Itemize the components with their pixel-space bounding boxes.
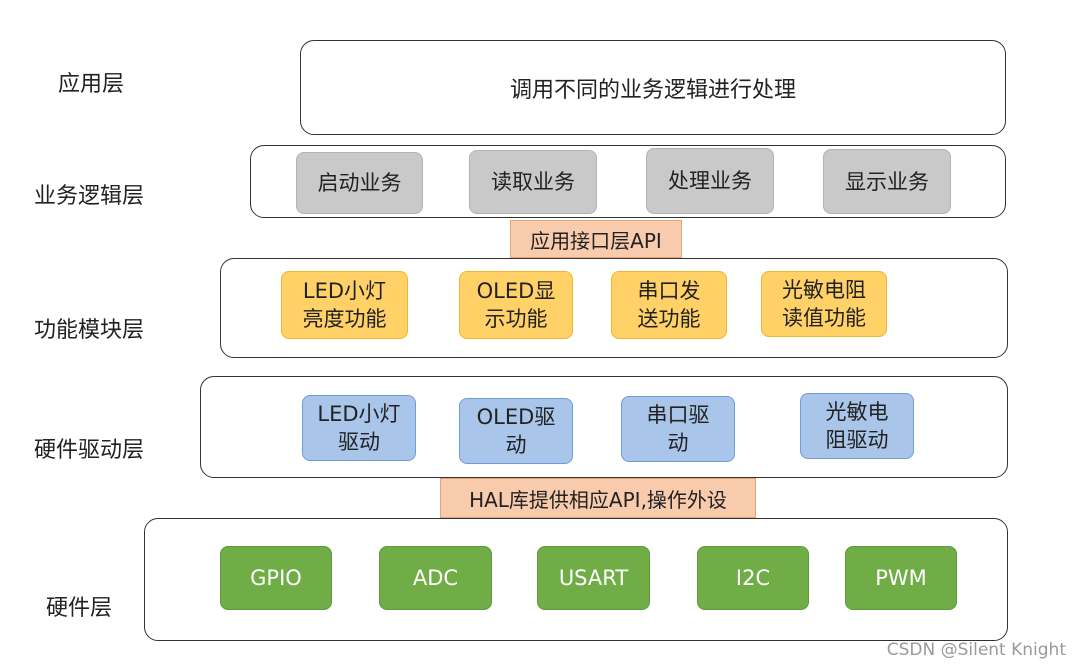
hardware-layer-box: GPIO ADC USART I2C PWM: [144, 518, 1008, 641]
hardware-chip-adc: ADC: [379, 546, 492, 610]
function-chip-oled-display: OLED显示功能: [459, 271, 573, 339]
label-hardware-layer: 硬件层: [46, 596, 113, 621]
hardware-chip-i2c: I2C: [697, 546, 809, 610]
label-application-layer: 应用层: [58, 72, 125, 97]
hardware-chip-gpio: GPIO: [220, 546, 332, 610]
hardware-chip-usart: USART: [537, 546, 650, 610]
driver-chip-photoresistor: 光敏电阻驱动: [800, 393, 914, 459]
business-chip-process: 处理业务: [646, 148, 774, 214]
driver-layer-box: LED小灯驱动 OLED驱动 串口驱动 光敏电阻驱动: [200, 376, 1008, 478]
function-chip-photoresistor-read: 光敏电阻读值功能: [761, 271, 887, 337]
hardware-chip-pwm: PWM: [845, 546, 957, 610]
driver-chip-serial: 串口驱动: [621, 396, 735, 462]
function-chip-serial-send: 串口发送功能: [611, 271, 727, 339]
function-layer-box: LED小灯亮度功能 OLED显示功能 串口发送功能 光敏电阻读值功能: [220, 258, 1008, 358]
function-chip-led-brightness: LED小灯亮度功能: [281, 271, 408, 339]
business-chip-start: 启动业务: [296, 152, 423, 214]
driver-chip-oled: OLED驱动: [459, 398, 573, 464]
label-function-layer: 功能模块层: [34, 318, 145, 343]
business-chip-display: 显示业务: [823, 149, 951, 214]
app-interface-api-bar: 应用接口层API: [510, 220, 682, 258]
csdn-watermark: CSDN @Silent Knight: [886, 640, 1066, 660]
business-layer-box: 启动业务 读取业务 处理业务 显示业务: [250, 145, 1006, 218]
label-business-layer: 业务逻辑层: [34, 184, 145, 209]
application-content: 调用不同的业务逻辑进行处理: [509, 77, 796, 103]
business-chip-read: 读取业务: [469, 150, 597, 214]
hal-interface-api-bar: HAL库提供相应API,操作外设: [440, 478, 756, 518]
label-driver-layer: 硬件驱动层: [34, 438, 145, 463]
application-layer-box: 调用不同的业务逻辑进行处理: [300, 40, 1006, 135]
driver-chip-led: LED小灯驱动: [302, 395, 416, 461]
